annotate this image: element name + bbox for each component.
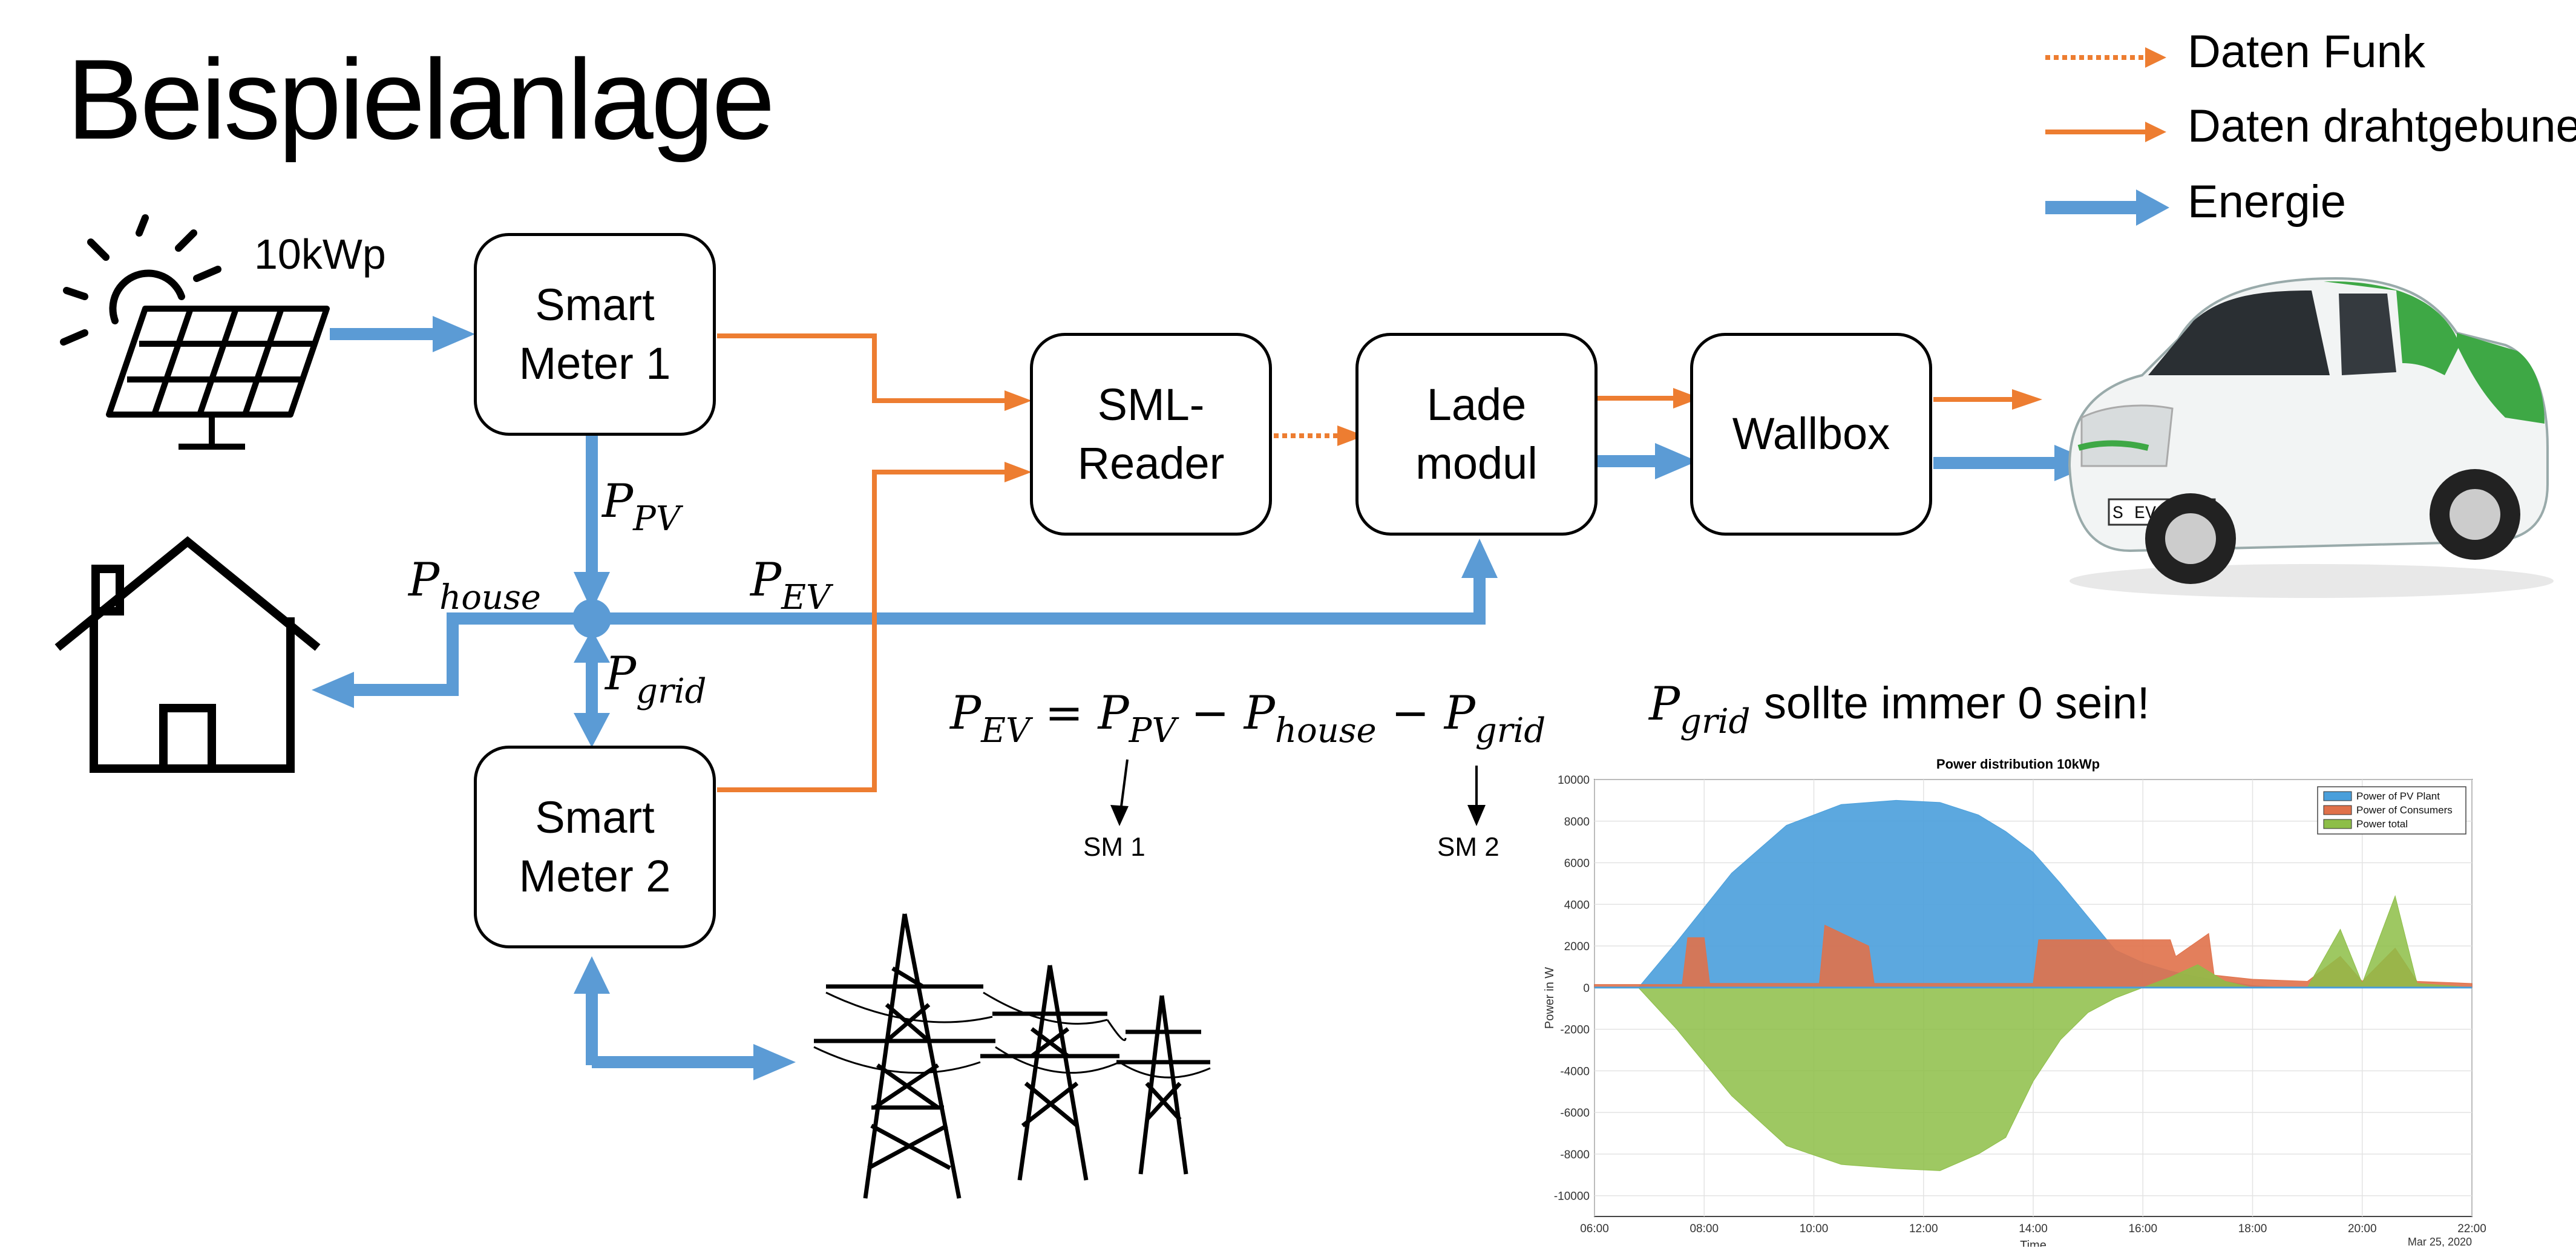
box-label-line: Lade: [1426, 379, 1527, 430]
sm1-reference-label: SM 1: [1083, 832, 1145, 862]
energy-arrow-pv: [330, 316, 475, 352]
power-distribution-chart: Power distribution 10kWp 10000 8000 6000 40…: [1537, 757, 2499, 1247]
energy-arrow-grid-bidirectional: [574, 629, 610, 747]
box-label-line: Reader: [1077, 438, 1225, 488]
x-tick-label: 16:00: [2128, 1223, 2157, 1235]
y-tick-label: -6000: [1560, 1107, 1590, 1120]
house-icon: [54, 536, 321, 773]
data-arrow-sm1-sml: [717, 333, 1032, 411]
pv-power-label: 10kWp: [254, 231, 386, 278]
dotted-arrow-icon: [2045, 47, 2166, 68]
p-ev-label: PEV: [750, 553, 831, 617]
electric-car-image: S EV 1056: [2068, 277, 2554, 598]
legend-label: Power total: [2356, 818, 2408, 830]
equation-pointer-sm2: [1467, 766, 1486, 826]
thick-arrow-icon: [2045, 189, 2169, 226]
y-tick-label: 10000: [1558, 774, 1590, 787]
chart-title: Power distribution 10kWp: [1936, 757, 2100, 772]
chart-plot: 10000 8000 6000 4000 2000 0 -2000 -4000 -6000 -80…: [1543, 774, 2486, 1247]
p-grid-note-symbol: Pgrid: [1649, 677, 1751, 741]
legend-item-data-radio: Daten Funk: [2039, 24, 2572, 91]
wallbox-box: Wallbox: [1690, 333, 1932, 536]
solar-panel-icon: [60, 214, 330, 450]
legend-label: Power of PV Plant: [2356, 790, 2440, 802]
y-axis-label: Power in W: [1543, 967, 1556, 1029]
legend-label: Daten drahtgebunen: [2188, 100, 2576, 152]
energy-arrow-ev: [599, 539, 1498, 625]
p-pv-label: PPV: [602, 474, 681, 539]
x-tick-label: 12:00: [1909, 1223, 1938, 1235]
x-tick-label: 06:00: [1580, 1223, 1609, 1235]
legend-swatch: [2323, 819, 2352, 829]
data-arrow-lade-wallbox: [1598, 388, 1700, 409]
x-tick-label: 14:00: [2019, 1223, 2048, 1235]
y-tick-label: 0: [1583, 982, 1590, 995]
legend-item-data-wired: Daten drahtgebunen: [2039, 99, 2576, 165]
energy-line-sm1-node: [574, 433, 610, 611]
solid-arrow-icon: [2045, 122, 2166, 142]
x-tick-label: 18:00: [2238, 1223, 2267, 1235]
power-pylon-icon: [813, 913, 1211, 1199]
sm2-reference-label: SM 2: [1437, 832, 1499, 862]
box-label-line: Smart: [535, 280, 655, 330]
x-tick-label: 10:00: [1800, 1223, 1829, 1235]
junction-node: [572, 599, 611, 638]
y-tick-label: -4000: [1560, 1065, 1590, 1078]
equation-pointer-sm1: [1110, 759, 1129, 826]
legend-swatch: [2323, 805, 2352, 815]
legend-label: Energie: [2188, 176, 2346, 228]
y-tick-label: 2000: [1564, 940, 1590, 953]
y-tick-label: 4000: [1564, 899, 1590, 911]
power-equation: PEV = PPV − Phouse − Pgrid: [950, 686, 1546, 750]
p-house-label: Phouse: [408, 553, 541, 617]
data-arrow-sml-lade-dotted: [1274, 425, 1365, 446]
y-tick-label: -2000: [1560, 1024, 1590, 1037]
energy-arrow-house: [312, 612, 581, 708]
box-label-line: modul: [1415, 438, 1538, 488]
legend-item-energy: Energie: [2039, 174, 2572, 241]
x-axis-label: Time: [2020, 1239, 2047, 1247]
x-tick-label: 08:00: [1689, 1223, 1719, 1235]
sml-reader-box: SML- Reader: [1030, 333, 1272, 536]
legend-swatch: [2323, 791, 2352, 801]
box-label-line: Wallbox: [1732, 409, 1890, 459]
data-arrow-wallbox-car: [1933, 389, 2042, 410]
x-tick-label: 20:00: [2348, 1223, 2377, 1235]
page-title: Beispielanlage: [67, 36, 775, 163]
box-label-line: Meter 2: [519, 850, 671, 901]
y-tick-label: 8000: [1564, 816, 1590, 829]
data-arrow-sm2-sml: [717, 462, 1032, 792]
y-tick-label: 6000: [1564, 858, 1590, 870]
energy-arrow-sm2-grid: [574, 956, 796, 1080]
energy-arrow-lade-wallbox: [1598, 443, 1697, 479]
legend-label: Daten Funk: [2188, 26, 2425, 77]
date-label: Mar 25, 2020: [2408, 1236, 2472, 1247]
legend-label: Power of Consumers: [2356, 804, 2453, 816]
p-grid-note: sollte immer 0 sein!: [1764, 678, 2150, 728]
box-label-line: Meter 1: [519, 338, 671, 389]
y-tick-label: -8000: [1560, 1149, 1590, 1161]
box-label-line: SML-: [1097, 379, 1205, 430]
p-grid-label: Pgrid: [605, 646, 707, 711]
box-label-line: Smart: [535, 792, 655, 843]
y-tick-label: -10000: [1554, 1190, 1590, 1203]
lademodul-box: Lade modul: [1355, 333, 1598, 536]
series-area-3: [1637, 895, 2473, 1171]
x-tick-label: 22:00: [2457, 1223, 2486, 1235]
